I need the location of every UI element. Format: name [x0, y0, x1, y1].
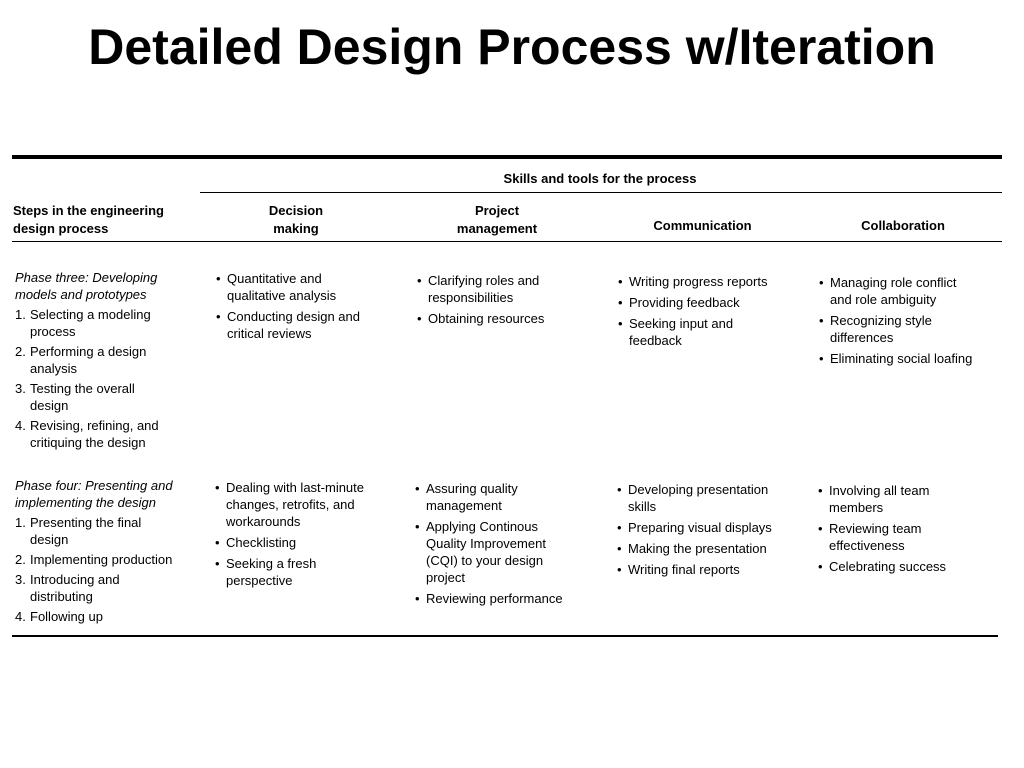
phase-label: Phase four: Presenting and implementing …	[15, 478, 173, 510]
page-title: Detailed Design Process w/Iteration	[88, 19, 936, 75]
list-item: Preparing visual displays	[617, 519, 812, 536]
list-item: Making the presentation	[617, 540, 812, 557]
list-item: Celebrating success	[818, 558, 1013, 575]
phase-three-steps: Phase three: Developing models and proto…	[15, 269, 205, 454]
steps-header: Steps in the engineering design process	[13, 203, 164, 236]
cell-communication-phase-three: Writing progress reports Providing feedb…	[618, 273, 813, 353]
list-item: Providing feedback	[618, 294, 813, 311]
list-item: Writing progress reports	[618, 273, 813, 290]
column-header-project-management: Project management	[456, 203, 538, 236]
table-top-rule	[12, 155, 1002, 159]
group-header-rule	[200, 192, 1002, 193]
list-item: Eliminating social loafing	[819, 350, 1014, 367]
table-bottom-rule	[12, 635, 998, 637]
list-item: Obtaining resources	[417, 310, 607, 327]
list-item: Reviewing performance	[415, 590, 610, 607]
phase-four-steps: Phase four: Presenting and implementing …	[15, 477, 210, 628]
step-item: 2.Implementing production	[15, 552, 173, 567]
step-item: 4.Following up	[15, 609, 103, 624]
column-header-collaboration: Collaboration	[861, 218, 945, 233]
column-header-decision-making: Decision making	[268, 203, 324, 236]
phase-label: Phase three: Developing models and proto…	[15, 270, 158, 302]
column-header-communication: Communication	[653, 218, 752, 233]
group-header: Skills and tools for the process	[503, 171, 697, 186]
list-item: Checklisting	[215, 534, 410, 551]
list-item: Writing final reports	[617, 561, 812, 578]
column-header-rule	[12, 241, 1002, 242]
